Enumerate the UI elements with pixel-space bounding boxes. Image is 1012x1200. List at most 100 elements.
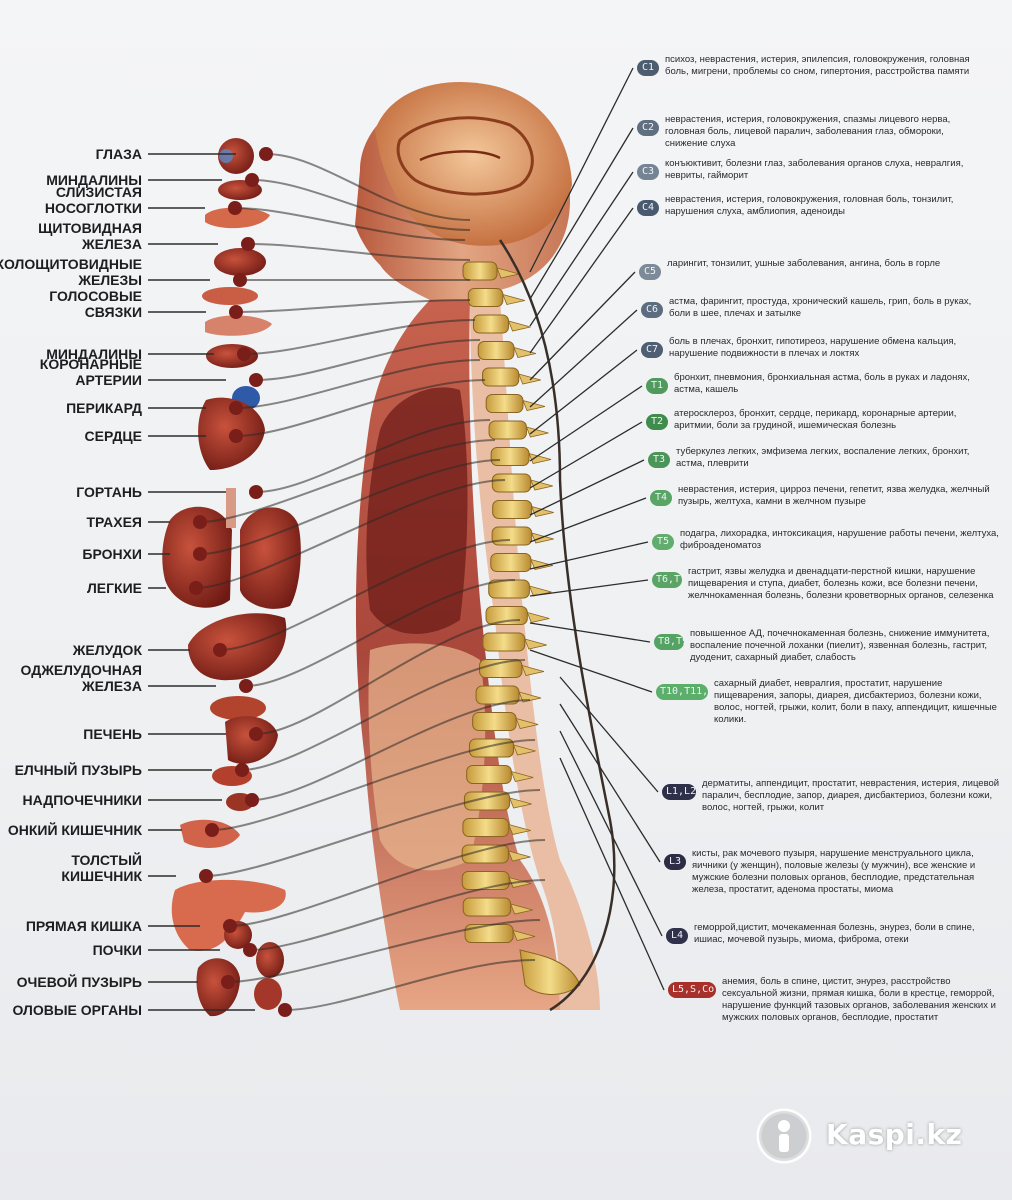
ganglion-node [245, 173, 259, 187]
vertebra [468, 738, 515, 758]
segment-badge: L1,L2 [662, 784, 696, 800]
segment-badge: C7 [641, 342, 663, 358]
segment-badge: T1 [646, 378, 668, 394]
segment-leader-line [529, 541, 649, 570]
segment-leader-line [529, 459, 645, 516]
segment-description: боль в плечах, бронхит, гипотиреоз, нару… [669, 336, 957, 359]
organ-illustrations [162, 138, 301, 1017]
nerve-line [284, 959, 536, 1011]
ganglion-node [229, 305, 243, 319]
segment-badge: T4 [650, 490, 672, 506]
segment-description: неврастения, истерия, головокружения, го… [665, 194, 954, 217]
segment-badge: T5 [652, 534, 674, 550]
vertebra [461, 871, 510, 890]
segment-badge: T2 [646, 414, 668, 430]
watermark-text: Kaspi.kz [826, 1118, 963, 1151]
segment-description: геморрой,цистит, мочекаменная болезнь, э… [694, 922, 975, 945]
segment-badge: L4 [666, 928, 688, 944]
segment-description: кисты, рак мочевого пузыря, нарушение ме… [692, 848, 976, 895]
spinous-process [525, 426, 549, 438]
vertebra [491, 526, 533, 546]
organ-label: ТРАХЕЯ [86, 514, 142, 530]
nerve-line [227, 919, 541, 983]
nerve-line [265, 153, 471, 221]
ganglion-node [243, 943, 257, 957]
nerve-line [255, 619, 521, 735]
right-lung-icon [240, 507, 301, 609]
ganglion-node [205, 823, 219, 837]
organ-label: ГОЛОСОВЫЕ СВЯЗКИ [49, 288, 142, 320]
ganglion-node [213, 643, 227, 657]
ganglion-node [193, 515, 207, 529]
vocal-cords-icon [205, 315, 272, 336]
nerve-line [243, 319, 476, 355]
pancreas-icon [210, 696, 266, 720]
organ-label: ОНКИЙ КИШЕЧНИК [7, 822, 142, 838]
nerve-line [255, 339, 481, 381]
spinous-process [507, 320, 531, 332]
ganglion-node [245, 793, 259, 807]
ganglion-node [249, 727, 263, 741]
trachea-icon [226, 488, 236, 528]
organ-label: КОЛОЩИТОВИДНЫЕ ЖЕЛЕЗЫ [0, 256, 142, 288]
segment-description: ларингит, тонзилит, ушные заболевания, а… [667, 258, 941, 269]
organ-label: ГЛАЗА [95, 146, 142, 162]
organ-label: ПЕЧЕНЬ [83, 726, 142, 742]
vertebra [488, 420, 527, 440]
ganglion-node [259, 147, 273, 161]
nerve-line [235, 299, 471, 313]
eye-icon [218, 138, 254, 174]
segment-badge: C4 [637, 200, 659, 216]
nerve-line [251, 699, 531, 801]
nerve-line [234, 207, 466, 241]
segment-leader-line [529, 622, 651, 643]
vertebra [492, 500, 533, 519]
segment-badge: C3 [637, 164, 659, 180]
sacrum [519, 949, 581, 995]
vertebra [464, 924, 514, 943]
spinous-process [510, 770, 534, 782]
ganglion-node [189, 581, 203, 595]
organ-label: ПРЯМАЯ КИШКА [25, 918, 142, 934]
spinous-process [512, 744, 536, 756]
spinous-process [502, 293, 525, 305]
nerve-line [245, 579, 516, 687]
segment-leader-line [559, 730, 663, 937]
vertebra [472, 712, 517, 731]
nerve-line [205, 789, 541, 877]
vertebra [477, 341, 515, 360]
bladder-icon [196, 958, 240, 1017]
nerve-line [199, 459, 501, 555]
organ-label: ОЧЕВОЙ ПУЗЫРЬ [16, 974, 142, 990]
spinous-process [531, 532, 554, 544]
nasopharynx-icon [205, 207, 270, 229]
spinous-process [513, 346, 537, 358]
ganglion-node [193, 547, 207, 561]
nerve-line [251, 179, 471, 231]
organ-label: ЕЛЧНЫЙ ПУЗЫРЬ [14, 762, 142, 778]
vertebra [490, 553, 532, 572]
large-intestine-icon [171, 879, 286, 951]
organ-label: ЩИТОВИДНАЯ ЖЕЛЕЗА [38, 220, 142, 252]
ganglion-node [221, 975, 235, 989]
ganglion-node [228, 201, 242, 215]
segment-leader-line [559, 703, 661, 863]
organ-label: ЖЕЛУДОК [72, 642, 142, 658]
spinous-process [512, 929, 536, 941]
vertebra [467, 288, 504, 307]
spinous-process [526, 611, 550, 623]
organ-label: МИНДАЛИНЫ [46, 346, 142, 362]
segment-description: астма, фарингит, простуда, хронический к… [669, 296, 972, 319]
spinous-process [528, 452, 552, 464]
left-nerve-lines [189, 147, 546, 1017]
nerve-line [219, 539, 511, 651]
segment-badge: L3 [664, 854, 686, 870]
spinous-process [521, 664, 545, 676]
organ-label: ПОЧКИ [92, 942, 142, 958]
right-leader-lines [529, 67, 665, 991]
vertebra [462, 897, 512, 917]
spinous-process [509, 903, 533, 915]
organ-label: ОДЖЕЛУДОЧНАЯ ЖЕЛЕЗА [20, 662, 142, 694]
ganglion-node [235, 763, 249, 777]
